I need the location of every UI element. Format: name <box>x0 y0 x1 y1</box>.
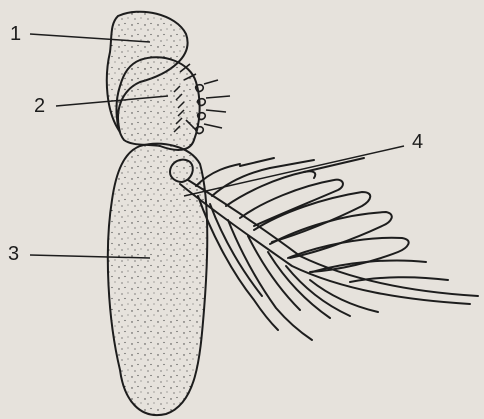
lower-body-shape <box>108 144 207 415</box>
leader-lines <box>30 34 404 258</box>
label-3: 3 <box>8 244 19 264</box>
middle-body-shape <box>117 57 200 150</box>
label-4: 4 <box>412 132 423 152</box>
fan-structure <box>170 158 478 340</box>
label-1: 1 <box>10 24 21 44</box>
label-2: 2 <box>34 96 45 116</box>
